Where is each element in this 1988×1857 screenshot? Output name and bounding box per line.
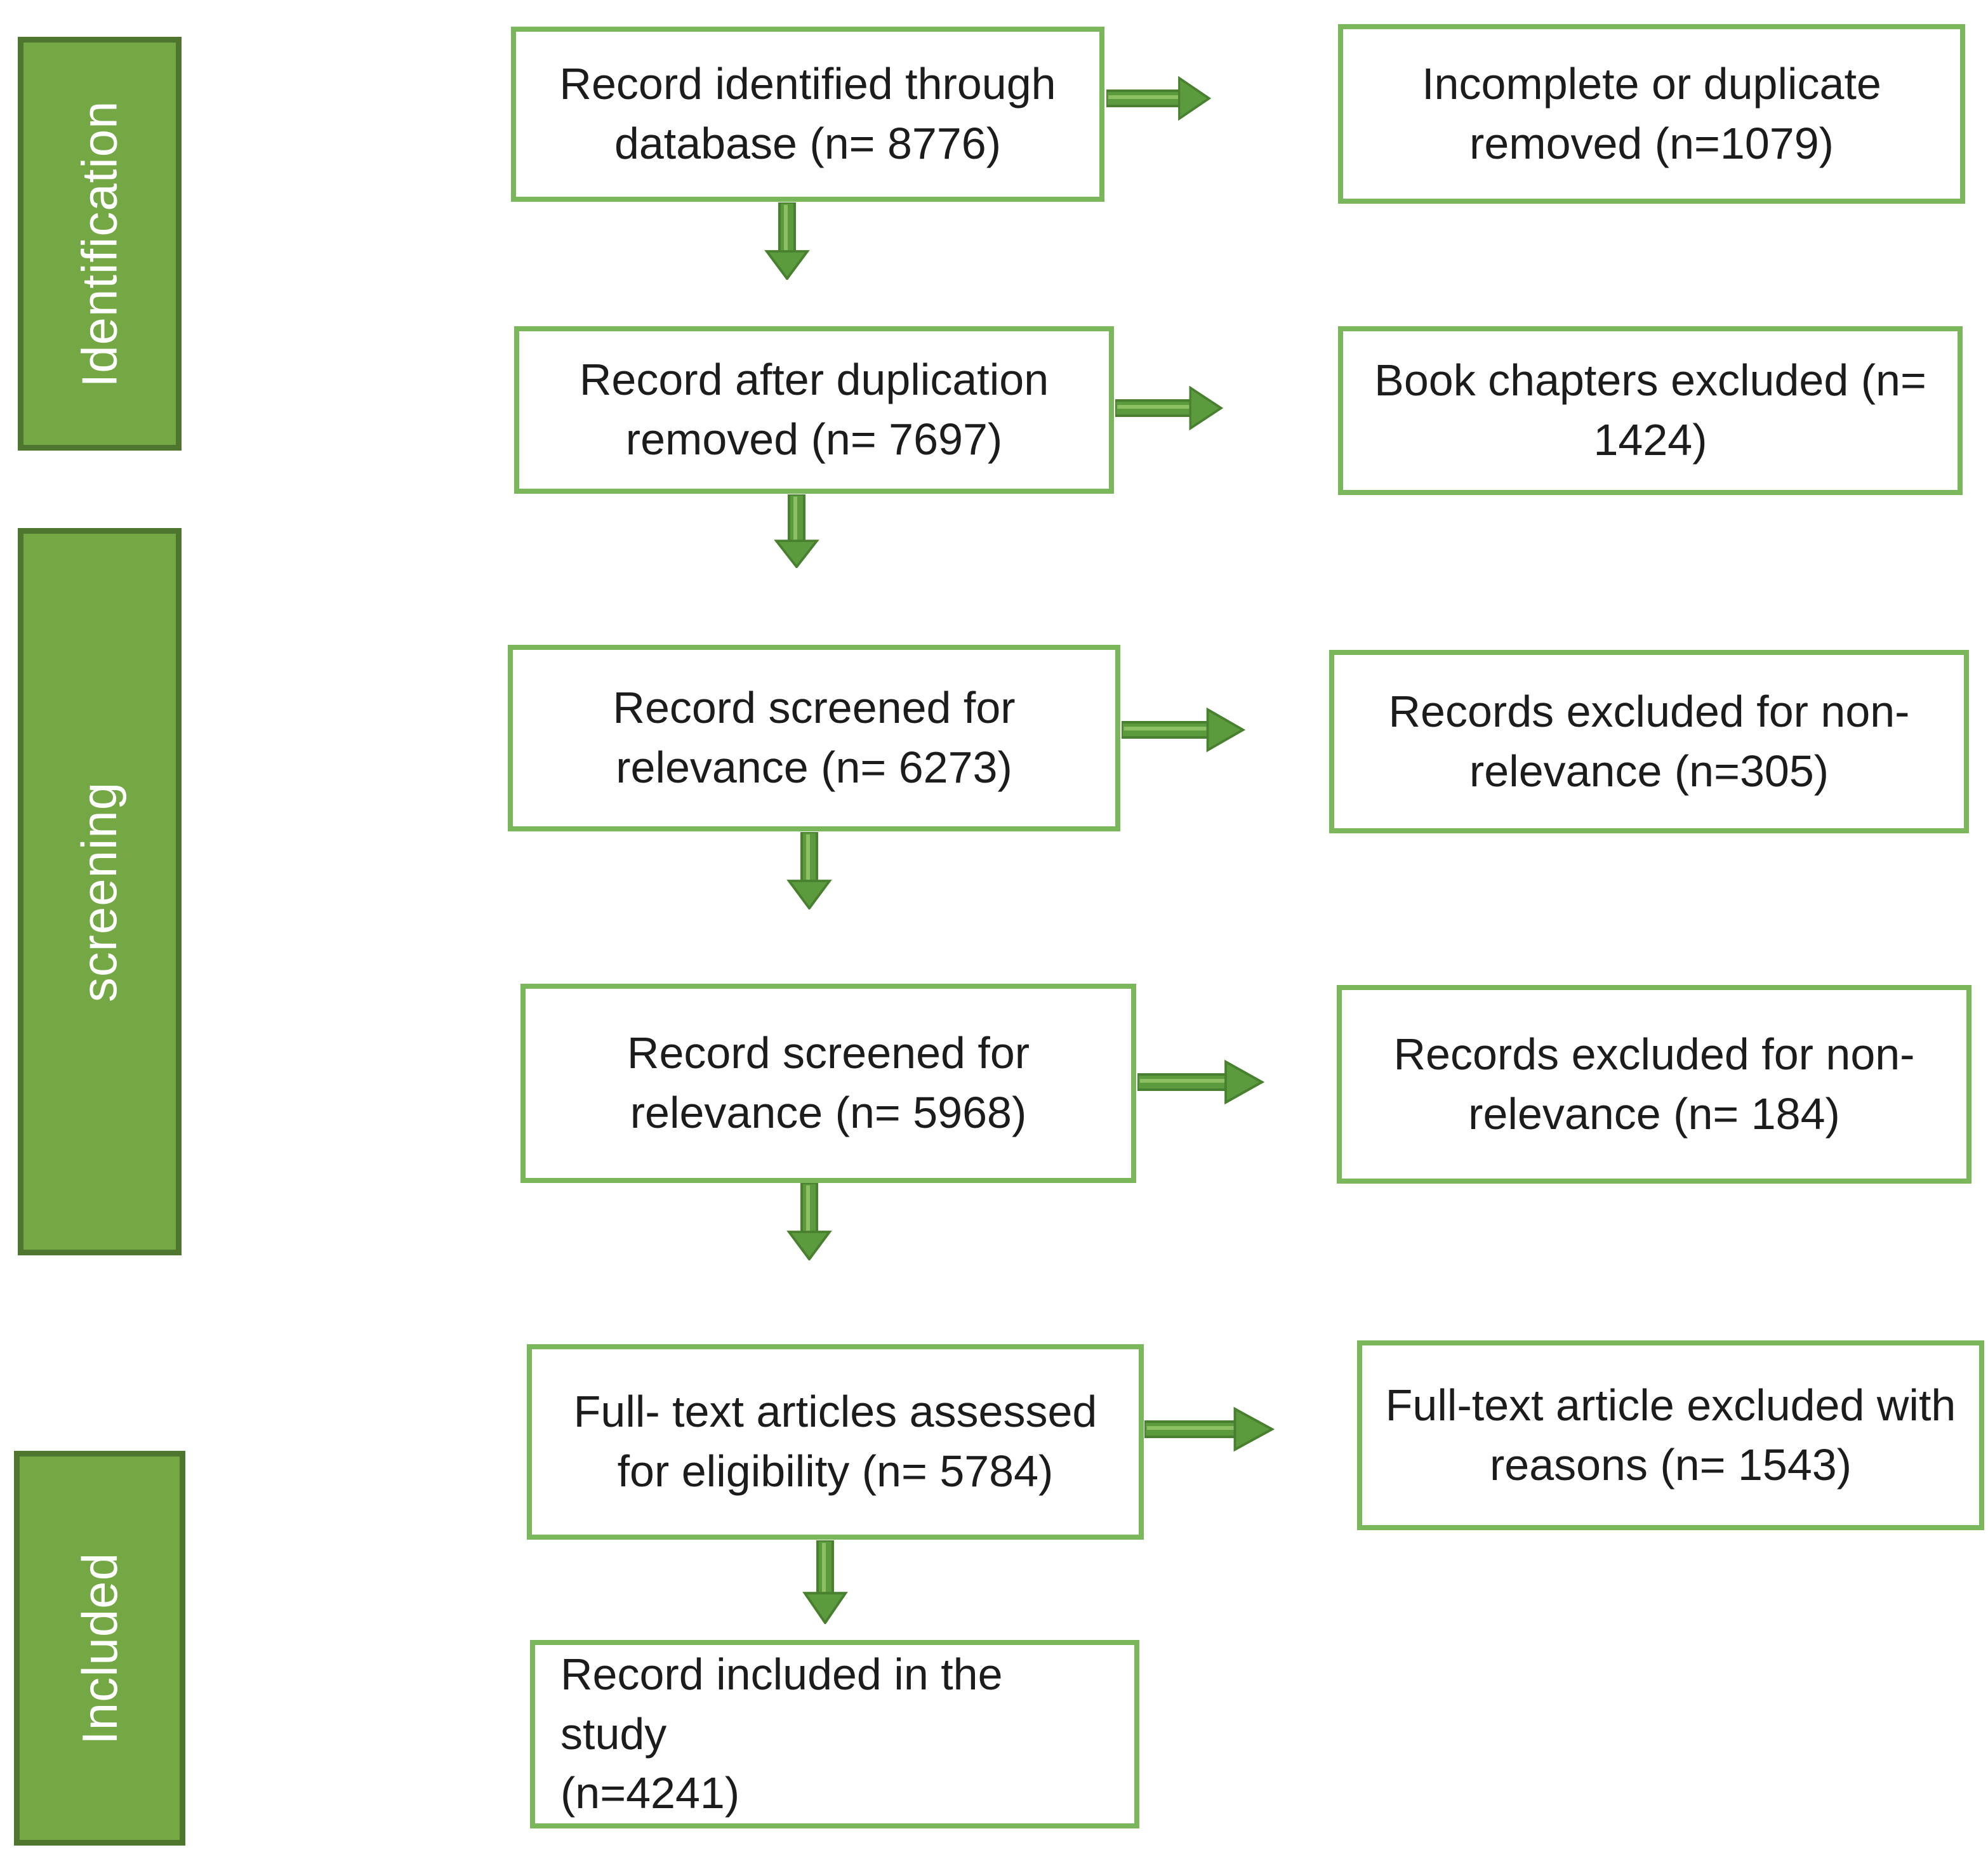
- right-arrow-icon: [1144, 1406, 1275, 1452]
- box-fulltext-excluded: Full-text article excluded with reasons …: [1357, 1340, 1984, 1530]
- box-incomplete-duplicate-removed-label: Incomplete or duplicate removed (n=1079): [1422, 58, 1881, 168]
- stage-screening: screening: [18, 528, 182, 1255]
- box-excluded-nonrelevance-2: Records excluded for non- relevance (n= …: [1337, 985, 1971, 1184]
- down-arrow-icon: [774, 494, 819, 568]
- box-screened-relevance-2-label: Record screened for relevance (n= 5968): [626, 1028, 1030, 1137]
- box-screened-relevance-2: Record screened for relevance (n= 5968): [520, 984, 1136, 1183]
- box-book-chapters-excluded: Book chapters excluded (n= 1424): [1338, 326, 1963, 495]
- box-records-identified: Record identified through database (n= 8…: [511, 27, 1104, 202]
- box-included-study-label: Record included in the study (n=4241): [560, 1649, 1003, 1818]
- down-arrow-icon: [764, 202, 810, 280]
- box-records-identified-label: Record identified through database (n= 8…: [559, 59, 1056, 168]
- box-after-duplication-removed-label: Record after duplication removed (n= 769…: [579, 355, 1049, 464]
- right-arrow-icon: [1115, 385, 1223, 431]
- stage-identification-label: Identification: [71, 100, 128, 387]
- box-screened-relevance-1-label: Record screened for relevance (n= 6273): [613, 683, 1016, 792]
- down-arrow-icon: [786, 832, 832, 909]
- down-arrow-icon: [786, 1183, 832, 1260]
- right-arrow-icon: [1122, 707, 1245, 753]
- right-arrow-icon: [1137, 1059, 1264, 1105]
- stage-included-label: Included: [71, 1552, 128, 1745]
- box-book-chapters-excluded-label: Book chapters excluded (n= 1424): [1374, 355, 1926, 465]
- stage-screening-label: screening: [71, 781, 128, 1002]
- box-excluded-nonrelevance-2-label: Records excluded for non- relevance (n= …: [1393, 1029, 1915, 1139]
- box-included-study: Record included in the study (n=4241): [530, 1640, 1139, 1828]
- box-fulltext-assessed-label: Full- text articles assessed for eligibi…: [573, 1387, 1097, 1496]
- box-excluded-nonrelevance-1-label: Records excluded for non- relevance (n=3…: [1388, 686, 1910, 796]
- box-screened-relevance-1: Record screened for relevance (n= 6273): [508, 645, 1120, 831]
- box-excluded-nonrelevance-1: Records excluded for non- relevance (n=3…: [1329, 650, 1969, 833]
- box-fulltext-excluded-label: Full-text article excluded with reasons …: [1385, 1380, 1956, 1490]
- stage-identification: Identification: [18, 37, 182, 451]
- box-incomplete-duplicate-removed: Incomplete or duplicate removed (n=1079): [1338, 24, 1965, 204]
- box-fulltext-assessed: Full- text articles assessed for eligibi…: [527, 1344, 1144, 1540]
- box-after-duplication-removed: Record after duplication removed (n= 769…: [514, 326, 1114, 494]
- stage-included: Included: [14, 1451, 185, 1846]
- down-arrow-icon: [802, 1540, 848, 1624]
- right-arrow-icon: [1106, 76, 1211, 121]
